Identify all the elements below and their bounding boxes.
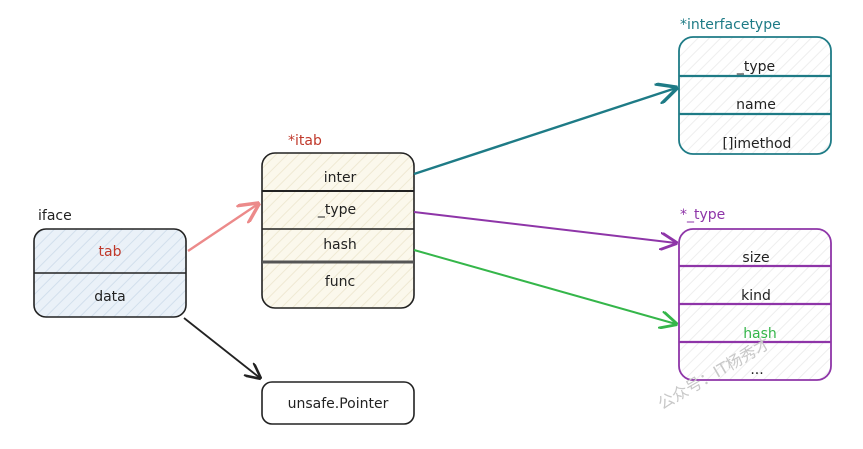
interfacetype-field-name: name: [736, 97, 776, 113]
arrow-type-to-type: [413, 211, 676, 243]
type-field-more: ...: [750, 362, 763, 378]
interfacetype-struct: *interfacetype _type name []imethod: [678, 17, 832, 155]
arrow-tab-to-itab: [187, 204, 258, 252]
arrow-hash-to-hash: [413, 249, 676, 324]
arrow-data-to-pointer: [183, 317, 260, 378]
type-field-kind: kind: [741, 288, 771, 304]
interfacetype-field-imethod: []imethod: [723, 136, 792, 152]
itab-field-func: func: [325, 274, 355, 290]
itab-title: *itab: [288, 133, 322, 149]
unsafe-pointer-node: unsafe.Pointer: [261, 381, 415, 425]
itab-field-type: _type: [317, 202, 356, 218]
type-field-hash: hash: [743, 326, 777, 342]
iface-struct: iface tab data: [33, 208, 187, 318]
unsafe-pointer-label: unsafe.Pointer: [288, 396, 389, 412]
interfacetype-title: *interfacetype: [680, 17, 781, 33]
iface-field-data: data: [94, 289, 126, 305]
arrow-inter-to-interfacetype: [413, 88, 676, 176]
iface-field-tab: tab: [99, 244, 122, 260]
unsafe-pointer-box: [261, 381, 415, 425]
itab-field-hash: hash: [323, 237, 357, 253]
itab-struct: *itab inter _type hash func: [261, 133, 415, 309]
iface-title: iface: [38, 208, 72, 224]
itab-field-inter: inter: [324, 170, 357, 186]
type-field-size: size: [742, 250, 769, 266]
type-struct: *_type size kind hash ...: [678, 207, 832, 381]
interfacetype-field-type: _type: [736, 59, 775, 75]
type-title: *_type: [680, 207, 725, 223]
